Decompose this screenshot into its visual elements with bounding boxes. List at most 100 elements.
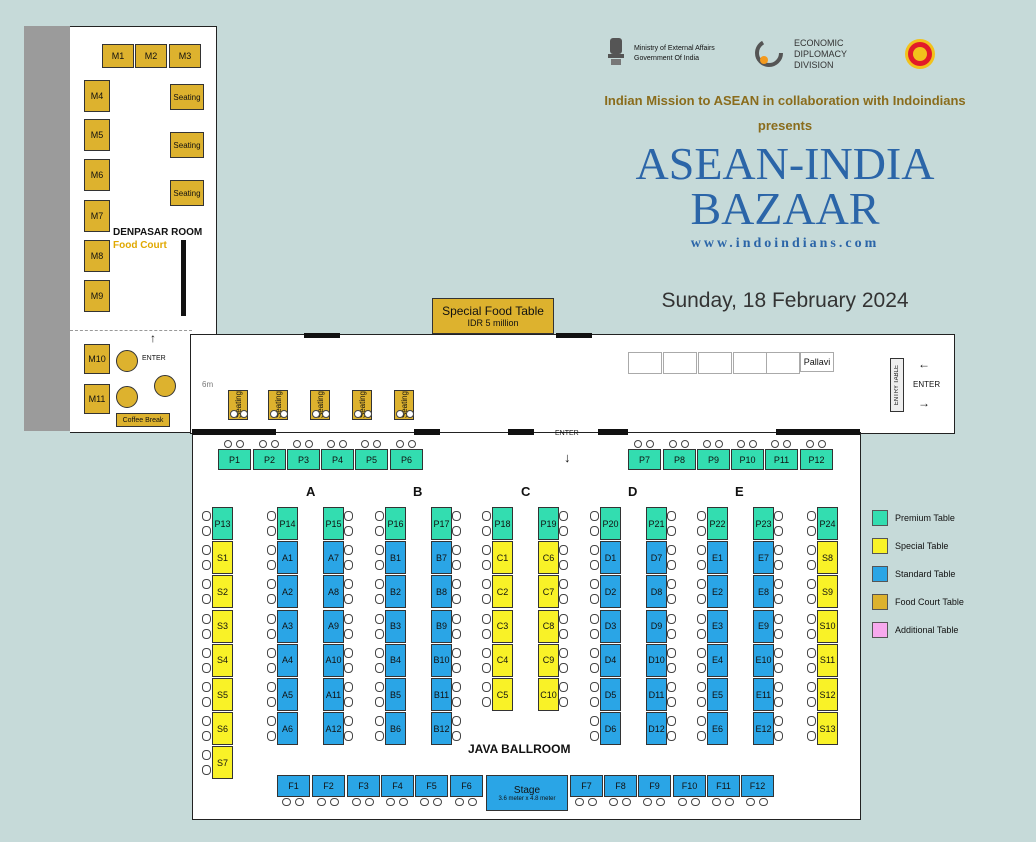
table-d12[interactable]: D12 bbox=[646, 712, 667, 746]
table-d2[interactable]: D2 bbox=[600, 575, 621, 609]
table-c5[interactable]: C5 bbox=[492, 678, 513, 711]
table-e4[interactable]: E4 bbox=[707, 643, 728, 677]
table-p10[interactable]: P10 bbox=[731, 449, 764, 470]
table-m10[interactable]: M10 bbox=[84, 344, 110, 374]
table-m9[interactable]: M9 bbox=[84, 280, 110, 312]
seating-table-2[interactable]: Seating bbox=[170, 132, 204, 158]
table-s7[interactable]: S7 bbox=[212, 746, 233, 780]
table-p4[interactable]: P4 bbox=[321, 449, 354, 470]
table-a5[interactable]: A5 bbox=[277, 678, 298, 711]
table-b6[interactable]: B6 bbox=[385, 712, 406, 746]
table-b11[interactable]: B11 bbox=[431, 678, 452, 711]
table-d7[interactable]: D7 bbox=[646, 541, 667, 575]
table-c9[interactable]: C9 bbox=[538, 643, 559, 677]
table-m6[interactable]: M6 bbox=[84, 159, 110, 191]
table-b10[interactable]: B10 bbox=[431, 643, 452, 677]
table-d6[interactable]: D6 bbox=[600, 712, 621, 746]
table-p6[interactable]: P6 bbox=[390, 449, 423, 470]
table-f2[interactable]: F2 bbox=[312, 775, 345, 797]
table-f3[interactable]: F3 bbox=[347, 775, 380, 797]
table-a8[interactable]: A8 bbox=[323, 575, 344, 609]
seating-table-1[interactable]: Seating bbox=[170, 84, 204, 110]
table-b1[interactable]: B1 bbox=[385, 541, 406, 575]
table-e10[interactable]: E10 bbox=[753, 643, 774, 677]
table-m11[interactable]: M11 bbox=[84, 384, 110, 414]
table-c8[interactable]: C8 bbox=[538, 609, 559, 643]
table-s8[interactable]: S8 bbox=[817, 541, 838, 575]
table-a7[interactable]: A7 bbox=[323, 541, 344, 575]
table-p5[interactable]: P5 bbox=[355, 449, 388, 470]
table-f9[interactable]: F9 bbox=[638, 775, 671, 797]
table-p24[interactable]: P24 bbox=[817, 507, 838, 540]
table-s9[interactable]: S9 bbox=[817, 575, 838, 609]
table-b5[interactable]: B5 bbox=[385, 678, 406, 711]
table-s4[interactable]: S4 bbox=[212, 643, 233, 677]
table-d11[interactable]: D11 bbox=[646, 678, 667, 711]
table-s1[interactable]: S1 bbox=[212, 541, 233, 575]
table-e6[interactable]: E6 bbox=[707, 712, 728, 746]
table-e3[interactable]: E3 bbox=[707, 609, 728, 643]
table-p1[interactable]: P1 bbox=[218, 449, 251, 470]
special-food-table[interactable]: Special Food Table IDR 5 million bbox=[432, 298, 554, 334]
table-b12[interactable]: B12 bbox=[431, 712, 452, 746]
table-p9[interactable]: P9 bbox=[697, 449, 730, 470]
table-b2[interactable]: B2 bbox=[385, 575, 406, 609]
table-f6[interactable]: F6 bbox=[450, 775, 483, 797]
table-m2[interactable]: M2 bbox=[135, 44, 167, 68]
table-f4[interactable]: F4 bbox=[381, 775, 414, 797]
table-p3[interactable]: P3 bbox=[287, 449, 320, 470]
seating-table-3[interactable]: Seating bbox=[170, 180, 204, 206]
table-p11[interactable]: P11 bbox=[765, 449, 798, 470]
table-p18[interactable]: P18 bbox=[492, 507, 513, 540]
table-f7[interactable]: F7 bbox=[570, 775, 603, 797]
table-e12[interactable]: E12 bbox=[753, 712, 774, 746]
table-a9[interactable]: A9 bbox=[323, 609, 344, 643]
table-f8[interactable]: F8 bbox=[604, 775, 637, 797]
table-m4[interactable]: M4 bbox=[84, 80, 110, 112]
table-f12[interactable]: F12 bbox=[741, 775, 774, 797]
table-s5[interactable]: S5 bbox=[212, 678, 233, 711]
table-p8[interactable]: P8 bbox=[663, 449, 696, 470]
table-f10[interactable]: F10 bbox=[673, 775, 706, 797]
table-s12[interactable]: S12 bbox=[817, 678, 838, 711]
table-m5[interactable]: M5 bbox=[84, 119, 110, 151]
table-e1[interactable]: E1 bbox=[707, 541, 728, 575]
table-p23[interactable]: P23 bbox=[753, 507, 774, 540]
table-d8[interactable]: D8 bbox=[646, 575, 667, 609]
table-f1[interactable]: F1 bbox=[277, 775, 310, 797]
table-e11[interactable]: E11 bbox=[753, 678, 774, 711]
table-b7[interactable]: B7 bbox=[431, 541, 452, 575]
table-e9[interactable]: E9 bbox=[753, 609, 774, 643]
table-s11[interactable]: S11 bbox=[817, 643, 838, 677]
table-d3[interactable]: D3 bbox=[600, 609, 621, 643]
table-e7[interactable]: E7 bbox=[753, 541, 774, 575]
table-c6[interactable]: C6 bbox=[538, 541, 559, 575]
table-p14[interactable]: P14 bbox=[277, 507, 298, 540]
table-p7[interactable]: P7 bbox=[628, 449, 661, 470]
table-e5[interactable]: E5 bbox=[707, 678, 728, 711]
table-a12[interactable]: A12 bbox=[323, 712, 344, 746]
table-e2[interactable]: E2 bbox=[707, 575, 728, 609]
table-s2[interactable]: S2 bbox=[212, 575, 233, 609]
table-p13[interactable]: P13 bbox=[212, 507, 233, 540]
table-m8[interactable]: M8 bbox=[84, 240, 110, 272]
table-e8[interactable]: E8 bbox=[753, 575, 774, 609]
table-b9[interactable]: B9 bbox=[431, 609, 452, 643]
table-a2[interactable]: A2 bbox=[277, 575, 298, 609]
table-p2[interactable]: P2 bbox=[253, 449, 286, 470]
table-c10[interactable]: C10 bbox=[538, 678, 559, 711]
table-a6[interactable]: A6 bbox=[277, 712, 298, 746]
table-a1[interactable]: A1 bbox=[277, 541, 298, 575]
table-c1[interactable]: C1 bbox=[492, 541, 513, 575]
table-b8[interactable]: B8 bbox=[431, 575, 452, 609]
table-d4[interactable]: D4 bbox=[600, 643, 621, 677]
stage[interactable]: Stage 3.6 meter x 4.8 meter bbox=[486, 775, 568, 811]
table-c2[interactable]: C2 bbox=[492, 575, 513, 609]
table-a11[interactable]: A11 bbox=[323, 678, 344, 711]
table-p16[interactable]: P16 bbox=[385, 507, 406, 540]
table-a10[interactable]: A10 bbox=[323, 643, 344, 677]
table-c3[interactable]: C3 bbox=[492, 609, 513, 643]
table-p19[interactable]: P19 bbox=[538, 507, 559, 540]
table-s3[interactable]: S3 bbox=[212, 609, 233, 643]
table-d9[interactable]: D9 bbox=[646, 609, 667, 643]
